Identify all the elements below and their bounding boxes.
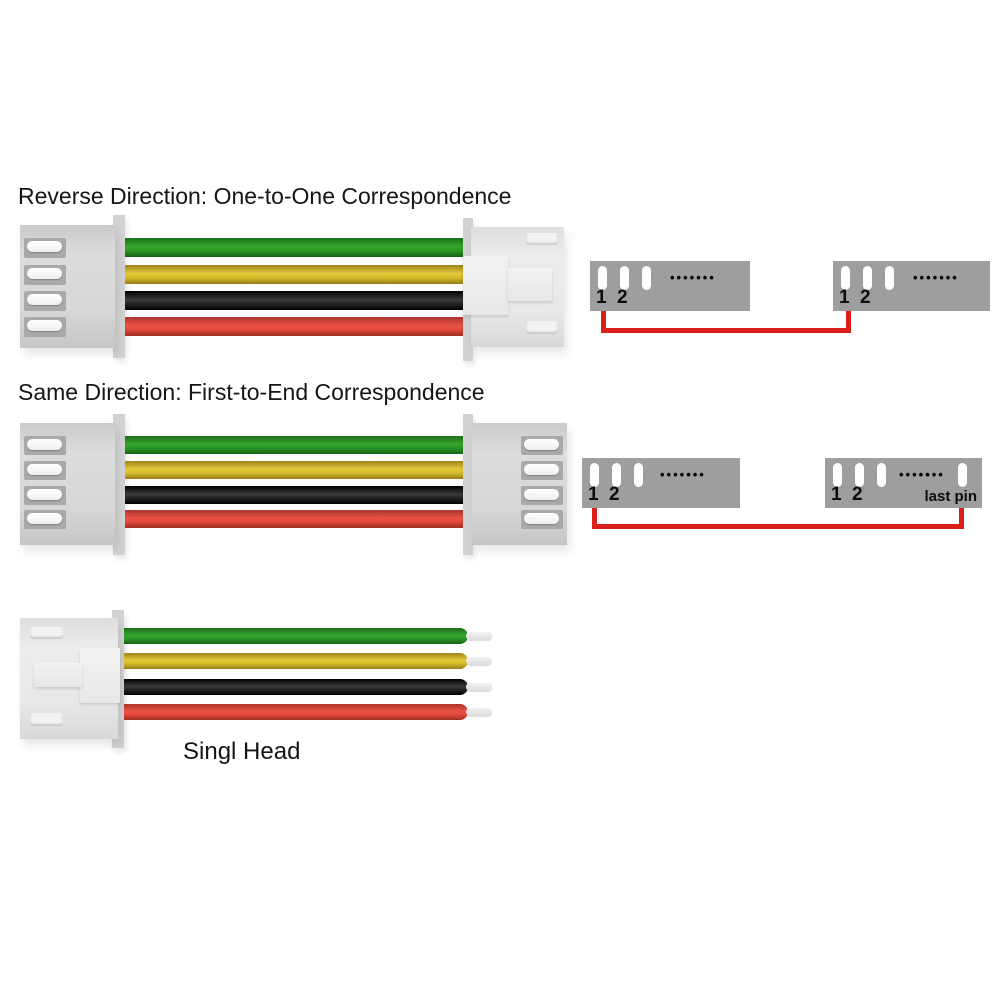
- pin: [27, 439, 62, 450]
- pin: [27, 241, 62, 252]
- jumper-horizontal: [601, 328, 851, 333]
- wire-black: [125, 486, 463, 504]
- connector-block-right: ••••••• 1 2: [833, 261, 990, 311]
- pin: [524, 439, 559, 450]
- wire-green: [124, 628, 468, 644]
- pin-slot: [521, 461, 563, 480]
- connector-block-left: ••••••• 1 2: [590, 261, 750, 311]
- pin-slot: [521, 486, 563, 505]
- pin-label-2: 2: [852, 484, 863, 505]
- jumper-vertical-right: [959, 508, 964, 529]
- pin-hole-2: [612, 463, 621, 487]
- connector-block-right: ••••••• 1 2 last pin: [825, 458, 982, 508]
- latch-slot-top: [526, 233, 558, 245]
- wire-red: [125, 510, 463, 528]
- pin: [27, 268, 62, 279]
- bare-wire-tip: [466, 657, 492, 665]
- pin-slot: [24, 510, 66, 529]
- bare-wire-tip: [466, 632, 492, 640]
- pin: [524, 513, 559, 524]
- pin-hole-1: [598, 266, 607, 290]
- pin: [27, 464, 62, 475]
- pin-label-2: 2: [609, 484, 620, 505]
- pin-hole-3: [885, 266, 894, 290]
- pin: [524, 489, 559, 500]
- pin-hole-2: [863, 266, 872, 290]
- pin-slot: [24, 265, 66, 285]
- pin-hole-3: [642, 266, 651, 290]
- last-pin-label: last pin: [924, 488, 977, 505]
- pin-slot: [24, 486, 66, 505]
- connector-flange: [113, 414, 125, 555]
- wire-black: [125, 291, 463, 310]
- latch-tab: [34, 663, 82, 687]
- connector-flange: [463, 414, 473, 555]
- single-head-caption: Singl Head: [183, 738, 301, 765]
- jumper-vertical-right: [846, 311, 851, 333]
- pin-slot: [24, 317, 66, 337]
- wire-yellow: [124, 653, 468, 669]
- latch: [463, 256, 508, 315]
- connector-block-left: ••••••• 1 2: [582, 458, 740, 508]
- pin-hole-3: [634, 463, 643, 487]
- latch-slot-top: [30, 627, 63, 639]
- pin-hole-2: [620, 266, 629, 290]
- pin-hole-1: [590, 463, 599, 487]
- wire-yellow: [125, 461, 463, 479]
- pin: [27, 489, 62, 500]
- same-direction-title: Same Direction: First-to-End Corresponde…: [18, 379, 485, 405]
- latch-tab: [508, 268, 552, 301]
- pin-slot: [24, 291, 66, 311]
- pin-dots: •••••••: [913, 270, 959, 285]
- pin-label-1: 1: [831, 484, 842, 505]
- jumper-vertical-left: [592, 508, 597, 529]
- jumper-vertical-left: [601, 311, 606, 333]
- wire-green: [125, 436, 463, 454]
- pin-hole-3: [877, 463, 886, 487]
- pin-hole-1: [833, 463, 842, 487]
- pin-hole-1: [841, 266, 850, 290]
- last-pin-hole: [958, 463, 967, 487]
- reverse-direction-title: Reverse Direction: One-to-One Correspond…: [18, 183, 512, 209]
- pin-dots: •••••••: [660, 467, 706, 482]
- pin-label-1: 1: [839, 287, 850, 308]
- latch-slot-bottom: [526, 321, 558, 334]
- pin-hole-2: [855, 463, 864, 487]
- latch: [80, 648, 120, 703]
- jumper-horizontal: [592, 524, 964, 529]
- wire-green: [125, 238, 463, 257]
- pin-slot: [24, 238, 66, 258]
- pin-label-2: 2: [860, 287, 871, 308]
- pin-dots: •••••••: [899, 467, 945, 482]
- pin-slot: [24, 436, 66, 455]
- pin: [524, 464, 559, 475]
- bare-wire-tip: [466, 708, 492, 716]
- wire-black: [124, 679, 468, 695]
- pin: [27, 320, 62, 331]
- wire-red: [124, 704, 468, 720]
- pin: [27, 294, 62, 305]
- latch-slot-bottom: [30, 713, 63, 726]
- connector-flange: [113, 215, 125, 358]
- pin-label-1: 1: [596, 287, 607, 308]
- pin-slot: [521, 510, 563, 529]
- pin-dots: •••••••: [670, 270, 716, 285]
- wire-red: [125, 317, 463, 336]
- pin-slot: [521, 436, 563, 455]
- wire-yellow: [125, 265, 463, 284]
- pin-slot: [24, 461, 66, 480]
- bare-wire-tip: [466, 683, 492, 691]
- pin: [27, 513, 62, 524]
- pin-label-2: 2: [617, 287, 628, 308]
- pin-label-1: 1: [588, 484, 599, 505]
